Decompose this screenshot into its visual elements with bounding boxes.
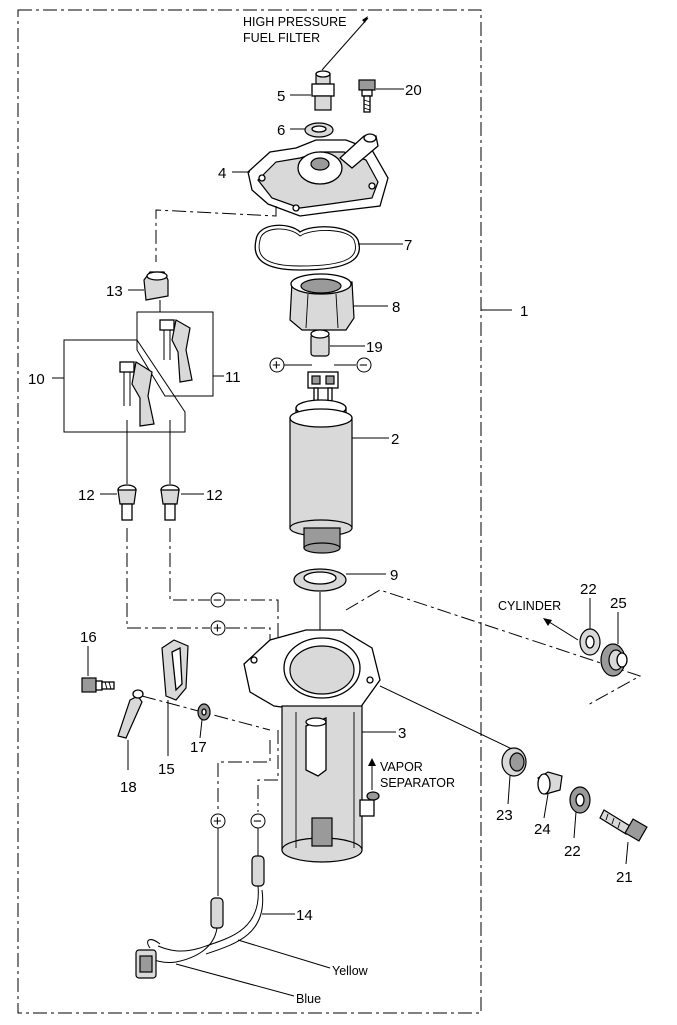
minus-sign-top: − <box>359 357 368 374</box>
part-14-harness <box>135 855 265 979</box>
part-16-bolt <box>81 677 115 693</box>
part-17-washer <box>197 703 211 721</box>
part-23-collar <box>501 747 527 777</box>
callout-12-right: 12 <box>206 487 223 504</box>
callout-22-bottom: 22 <box>564 843 581 860</box>
callout-16: 16 <box>80 629 97 646</box>
chain-housing-minus <box>257 730 279 812</box>
callout-11: 11 <box>225 369 241 386</box>
callout-1: 1 <box>520 303 528 320</box>
part-4-cover <box>247 133 389 217</box>
plus-sign-low: + <box>213 813 222 830</box>
plus-sign-mid: + <box>213 620 222 637</box>
part-10-harness-plug <box>119 361 155 427</box>
callout-10: 10 <box>28 371 45 388</box>
leader-blue <box>175 963 295 997</box>
callout-20: 20 <box>405 82 422 99</box>
caption-vapor-line1: VAPOR <box>380 760 423 774</box>
direction-arrow-icon-cylinder <box>543 618 552 626</box>
caption-yellow: Yellow <box>332 964 369 978</box>
part-25-grommet <box>600 643 628 677</box>
direction-arrow-icon-vapor <box>368 758 376 766</box>
part-22-washer-top <box>579 628 601 656</box>
plus-sign-top: + <box>272 357 281 374</box>
callout-9: 9 <box>390 567 398 584</box>
leader-cylinder <box>545 619 579 641</box>
callout-24: 24 <box>534 821 551 838</box>
part-3-housing <box>243 629 381 863</box>
callout-4: 4 <box>218 165 226 182</box>
part-8-nut <box>289 273 355 331</box>
box-10 <box>63 339 186 433</box>
callout-5: 5 <box>277 88 285 105</box>
leader-23 <box>507 775 511 805</box>
chain-housing-bolt <box>379 685 515 751</box>
minus-polarity-icon-mid <box>210 592 226 608</box>
part-22-washer-bottom <box>569 786 591 814</box>
part-7-gasket <box>254 224 360 271</box>
part-18-strap <box>117 689 144 739</box>
callout-12-left: 12 <box>78 487 95 504</box>
minus-sign-low: − <box>253 813 262 830</box>
part-6-oring <box>304 122 334 138</box>
part-12-terminal-left <box>117 484 137 521</box>
part-9-seal <box>293 568 347 592</box>
part-21-bolt <box>599 809 648 842</box>
callout-13: 13 <box>106 283 123 300</box>
part-13-clip <box>143 271 169 301</box>
callout-19: 19 <box>366 339 383 356</box>
chain-cylinder-side <box>345 589 642 707</box>
callout-14: 14 <box>296 907 313 924</box>
caption-high-pressure-line1: HIGH PRESSURE <box>243 15 347 29</box>
plus-polarity-icon-mid <box>210 620 226 636</box>
caption-high-pressure-line2: FUEL FILTER <box>243 31 320 45</box>
callout-8: 8 <box>392 299 400 316</box>
leader-17 <box>199 719 203 739</box>
chain-housing-plus <box>217 740 271 812</box>
caption-blue: Blue <box>296 992 321 1006</box>
callout-22-top: 22 <box>580 581 597 598</box>
chain-bolt-housing <box>141 695 271 731</box>
chain-cover-connector <box>155 206 277 262</box>
callout-23: 23 <box>496 807 513 824</box>
leader-yellow <box>237 939 331 969</box>
caption-cylinder: CYLINDER <box>498 599 561 613</box>
minus-polarity-icon <box>356 357 372 373</box>
part-12-terminal-right <box>160 484 180 521</box>
part-5-fitting <box>311 70 335 111</box>
chain-minus-wire-2 <box>226 599 279 660</box>
box-11 <box>136 311 214 397</box>
callout-7: 7 <box>404 237 412 254</box>
caption-vapor-line2: SEPARATOR <box>380 776 455 790</box>
callout-21: 21 <box>616 869 633 886</box>
chain-plus-wire <box>126 528 210 629</box>
callout-18: 18 <box>120 779 137 796</box>
leader-high-pressure <box>321 17 369 71</box>
part-20-bolt <box>358 79 376 113</box>
callout-6: 6 <box>277 122 285 139</box>
leader-21 <box>625 841 629 865</box>
callout-25: 25 <box>610 595 627 612</box>
leader-24 <box>543 793 549 819</box>
callout-15: 15 <box>158 761 175 778</box>
minus-sign-mid: − <box>213 592 222 609</box>
chain-minus-wire <box>169 528 210 601</box>
part-15-clip <box>161 639 189 701</box>
callout-17: 17 <box>190 739 207 756</box>
callout-3: 3 <box>398 725 406 742</box>
assembly-boundary <box>17 9 482 1014</box>
part-19-cap <box>310 329 330 357</box>
part-11-harness-plug <box>159 319 193 383</box>
part-2-fuel-pump <box>289 371 353 554</box>
part-24-spacer <box>537 771 563 795</box>
leader-22-bottom <box>573 811 577 839</box>
direction-arrow-icon <box>362 16 368 23</box>
callout-2: 2 <box>391 431 399 448</box>
